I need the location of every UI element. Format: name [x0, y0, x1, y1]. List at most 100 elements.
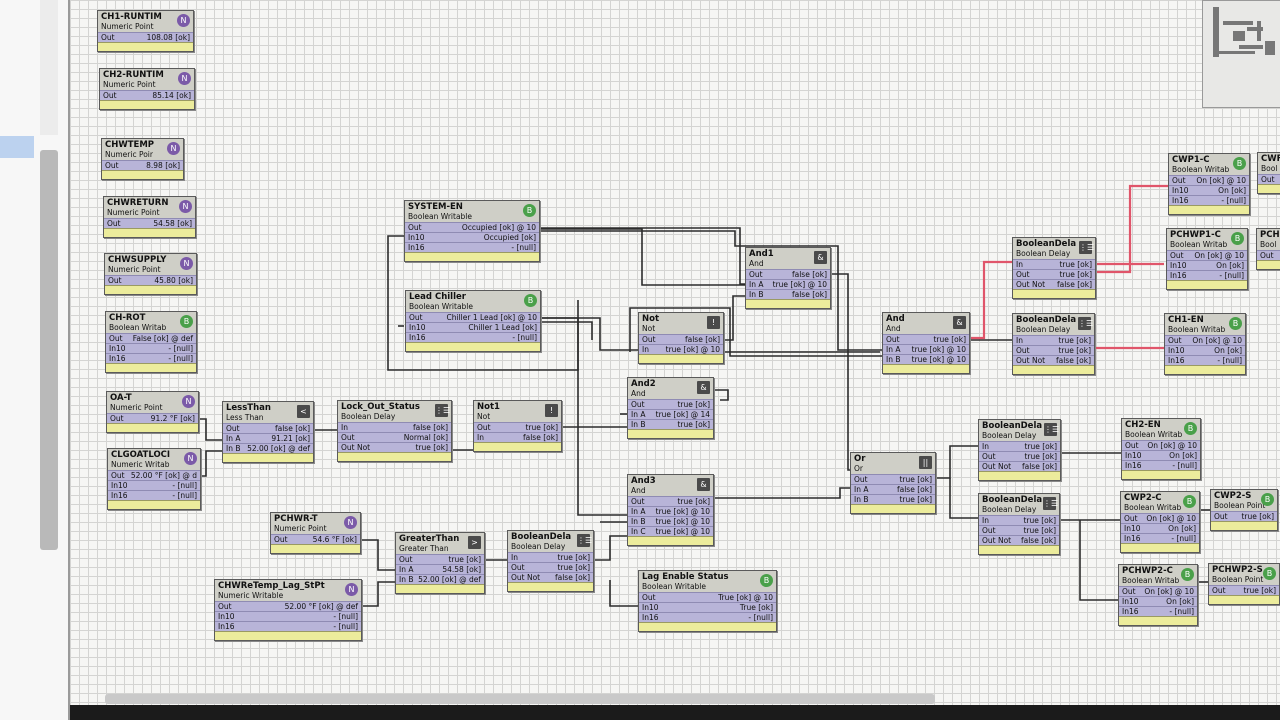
slot-row[interactable]: In16- [null] — [108, 490, 200, 500]
slot-row[interactable]: Out — [1257, 250, 1280, 260]
slot-row[interactable]: In16- [null] — [1169, 195, 1249, 205]
slot-row[interactable]: Out — [1258, 174, 1280, 184]
overview-minimap[interactable] — [1202, 0, 1280, 108]
slot-row[interactable]: In16- [null] — [1167, 270, 1247, 280]
slot-row[interactable]: In16- [null] — [1165, 355, 1245, 365]
slot-row[interactable]: In10- [null] — [215, 611, 361, 621]
nav-selected-item[interactable] — [0, 136, 34, 158]
slot-row[interactable]: In16- [null] — [215, 621, 361, 631]
slot-row[interactable]: In16- [null] — [406, 332, 540, 342]
slot-row[interactable]: In10- [null] — [106, 343, 196, 353]
slot-row[interactable]: In16- [null] — [106, 353, 196, 363]
slot-row[interactable]: In16- [null] — [1121, 533, 1199, 543]
horizontal-scrollbar[interactable] — [105, 694, 935, 704]
slot-row[interactable]: In16- [null] — [1122, 460, 1200, 470]
slot-row[interactable]: In10- [null] — [108, 480, 200, 490]
slot-row[interactable]: In16- [null] — [1119, 606, 1197, 616]
